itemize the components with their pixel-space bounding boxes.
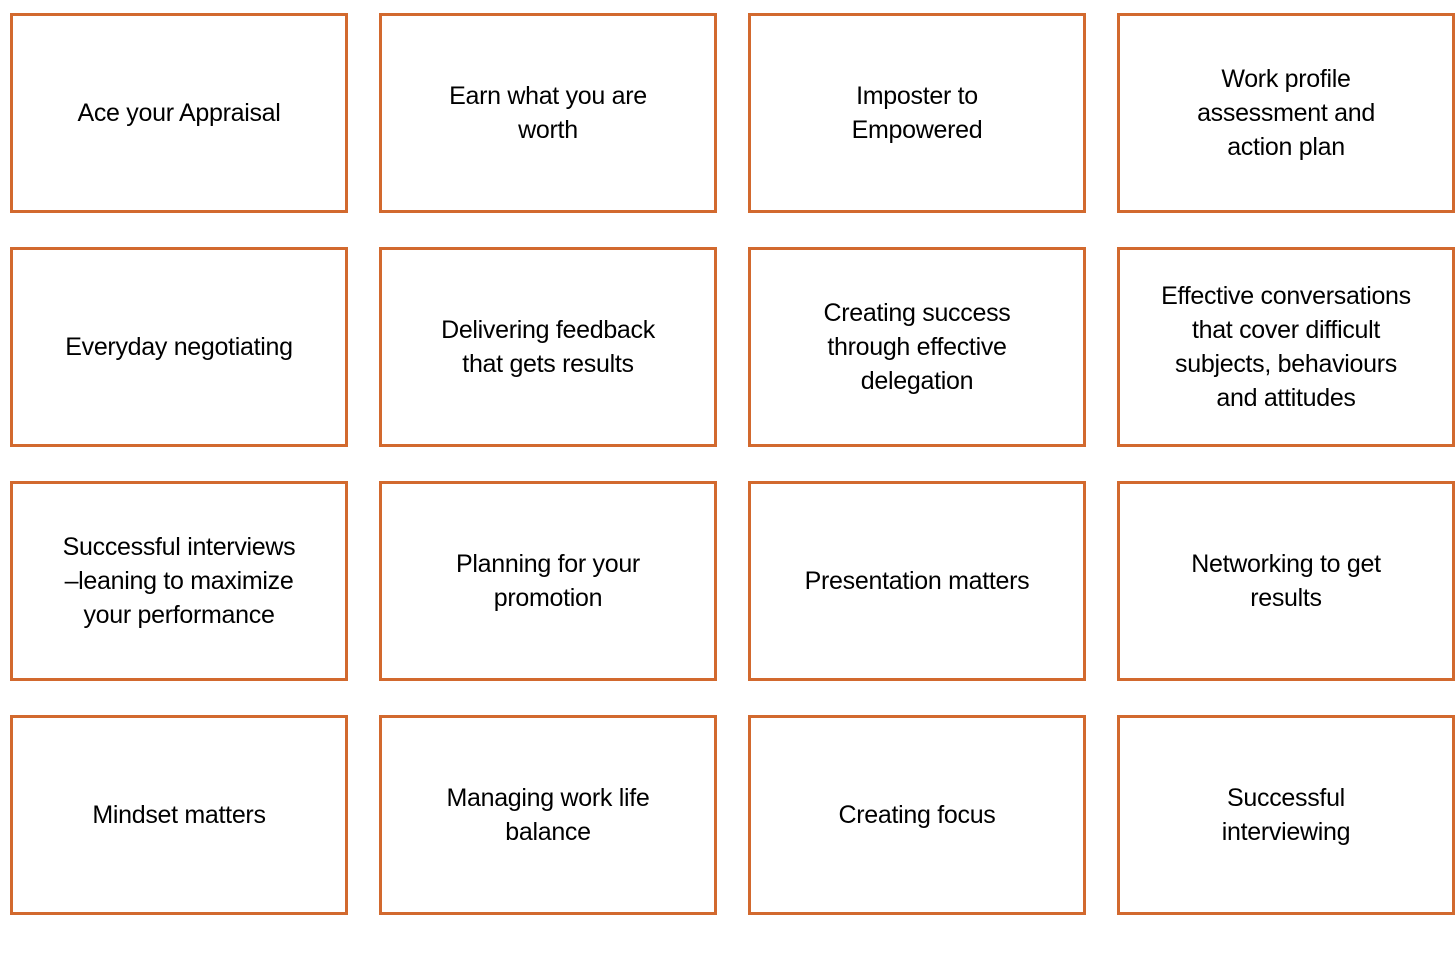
course-card-earn-what-you-are-worth: Earn what you are worth [379, 13, 717, 213]
course-card-title: Presentation matters [804, 567, 1030, 595]
course-card-effective-conversations: Effective conversations that cover diffi… [1117, 247, 1455, 447]
course-card-successful-interviewing: Successful interviewing [1117, 715, 1455, 915]
course-card-imposter-to-empowered: Imposter to Empowered [748, 13, 1086, 213]
course-card-title: Everyday negotiating [65, 333, 293, 361]
course-card-title: Networking to get results [1191, 550, 1381, 612]
course-card-delivering-feedback: Delivering feedback that gets results [379, 247, 717, 447]
course-card-title: Ace your Appraisal [77, 99, 281, 127]
course-card-effective-delegation: Creating success through effective deleg… [748, 247, 1086, 447]
course-card-title: Work profile assessment and action plan [1197, 65, 1375, 161]
course-card-creating-focus: Creating focus [748, 715, 1086, 915]
course-card-planning-for-promotion: Planning for your promotion [379, 481, 717, 681]
course-card-title: Creating focus [838, 801, 996, 829]
course-card-title: Delivering feedback that gets results [441, 316, 655, 378]
course-card-mindset-matters: Mindset matters [10, 715, 348, 915]
course-card-title: Earn what you are worth [449, 82, 647, 144]
course-card-title: Planning for your promotion [456, 550, 640, 612]
course-card-work-life-balance: Managing work life balance [379, 715, 717, 915]
course-card-networking-results: Networking to get results [1117, 481, 1455, 681]
course-card-title: Successful interviews –leaning to maximi… [62, 533, 296, 629]
course-card-title: Effective conversations that cover diffi… [1161, 282, 1411, 412]
course-card-title: Managing work life balance [446, 784, 650, 846]
course-card-title: Imposter to Empowered [851, 82, 983, 144]
course-card-presentation-matters: Presentation matters [748, 481, 1086, 681]
course-card-successful-interviews: Successful interviews –leaning to maximi… [10, 481, 348, 681]
course-card-grid: Ace your Appraisal Earn what you are wor… [10, 13, 1455, 915]
course-card-title: Creating success through effective deleg… [823, 299, 1011, 395]
course-card-everyday-negotiating: Everyday negotiating [10, 247, 348, 447]
course-card-work-profile-assessment: Work profile assessment and action plan [1117, 13, 1455, 213]
course-card-title: Successful interviewing [1221, 784, 1351, 846]
course-card-ace-your-appraisal: Ace your Appraisal [10, 13, 348, 213]
course-card-title: Mindset matters [92, 801, 266, 829]
